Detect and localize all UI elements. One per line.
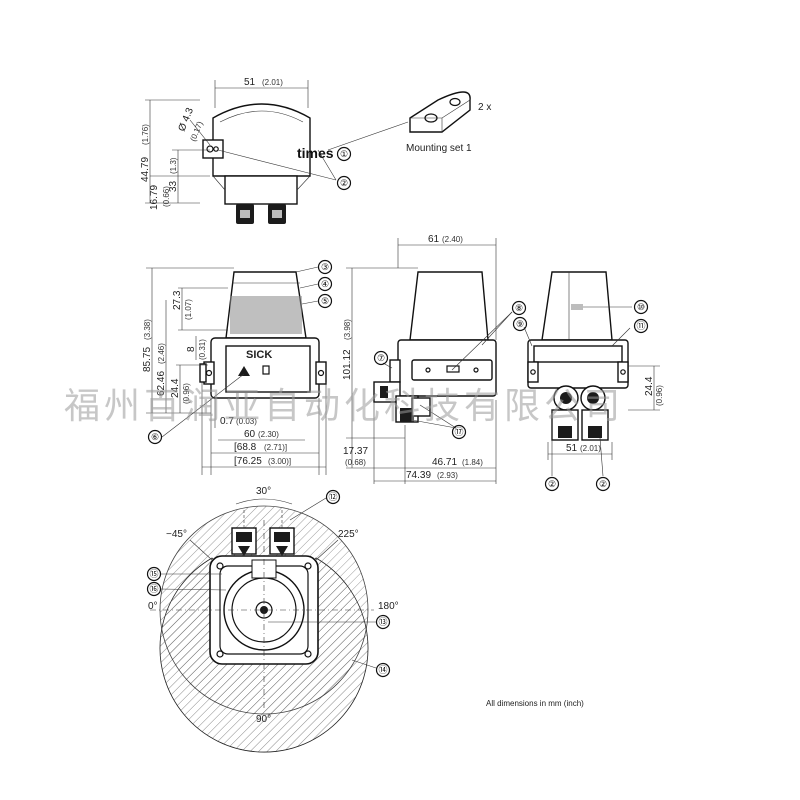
callout-16: ⑯ xyxy=(146,581,162,597)
callout-9: ⑨ xyxy=(512,316,528,332)
front-d2-value: 8 xyxy=(186,346,197,352)
rear-h-inch: (0.96) xyxy=(655,385,664,406)
side-w1-inch: (1.84) xyxy=(462,458,483,467)
front-d1-inch: (1.07) xyxy=(184,299,193,320)
side-w2-value: 74.39 xyxy=(406,470,431,481)
watermark-text: 福州百润亚自动化科技有限公司 xyxy=(64,386,624,427)
front-d3-value: 85.75 xyxy=(142,347,153,372)
front-w1-inch: (0.03) xyxy=(236,417,257,426)
side-bottom-h-value: 17.37 xyxy=(343,446,368,457)
top-hole-inch: (0.17) xyxy=(189,120,205,143)
side-w1-value: 46.71 xyxy=(432,457,457,468)
callout-11: ⑪ xyxy=(633,318,649,334)
front-w3-value: [68.8 xyxy=(234,442,257,453)
callout-2-rear-left: ② xyxy=(544,476,560,492)
mounting-set-label: Mounting set 1 xyxy=(406,143,472,154)
front-w2-value: 60 xyxy=(244,429,256,440)
rear-h-value: 24.4 xyxy=(644,376,655,396)
callout-2-rear-right: ② xyxy=(595,476,611,492)
side-height-inch: (3.98) xyxy=(343,319,352,340)
top-h2-value: 33 xyxy=(168,180,179,192)
side-w2-inch: (2.93) xyxy=(437,471,458,480)
top-h2-inch: (1.3) xyxy=(169,157,178,174)
callout-12: ⑫ xyxy=(325,489,341,505)
svg-text:⑮: ⑮ xyxy=(149,569,158,579)
front-d4-value: 62.46 xyxy=(156,371,167,396)
front-w4-inch: (3.00)] xyxy=(268,457,291,466)
bottom-angle-180: 180° xyxy=(378,601,399,612)
rear-view: 51 (2.01) 24.4 (0.96) xyxy=(523,271,664,477)
callout-1: ① xyxy=(336,146,352,162)
sick-logo: SICK xyxy=(246,349,272,361)
callout-8: ⑧ xyxy=(511,300,527,316)
callout-15: ⑮ xyxy=(146,566,162,582)
callout-6: ⑥ xyxy=(147,429,163,445)
svg-text:⑪: ⑪ xyxy=(636,321,645,331)
callout-13: ⑬ xyxy=(375,614,391,630)
callout-14: ⑭ xyxy=(375,662,391,678)
callout-7: ⑦ xyxy=(373,350,389,366)
rear-w-value: 51 xyxy=(566,443,578,454)
top-h1-inch: (1.76) xyxy=(141,124,150,145)
top-h3-inch: (0.66) xyxy=(162,186,171,207)
bottom-view: 30° −45° 225° 0° 180° 90° xyxy=(148,486,399,753)
top-h3-value: 16.79 xyxy=(149,185,160,210)
callout-2-top: ② xyxy=(336,175,352,191)
svg-text:⑧: ⑧ xyxy=(515,303,523,313)
svg-text:⑭: ⑭ xyxy=(378,665,387,675)
times-label: times xyxy=(297,145,334,161)
dimensions-note: All dimensions in mm (inch) xyxy=(486,699,584,708)
top-width-inch: (2.01) xyxy=(262,78,283,87)
front-d4-inch: (2.46) xyxy=(157,343,166,364)
rear-w-inch: (2.01) xyxy=(580,444,601,453)
callout-10: ⑩ xyxy=(633,299,649,315)
bottom-angle-0: 0° xyxy=(148,601,158,612)
svg-text:③: ③ xyxy=(321,262,329,272)
side-top-inch: (2.40) xyxy=(442,235,463,244)
svg-text:⑤: ⑤ xyxy=(321,296,329,306)
top-view: 51 (2.01) 44.79 (1.76) 33 (1.3) 16.79 (0… xyxy=(140,77,409,224)
callout-4: ④ xyxy=(317,276,333,292)
svg-text:①: ① xyxy=(340,149,348,159)
front-d5-value: 24.4 xyxy=(170,378,181,398)
svg-text:⑫: ⑫ xyxy=(328,492,337,502)
svg-text:⑬: ⑬ xyxy=(378,617,387,627)
mounting-set-qty: 2 x xyxy=(478,102,491,113)
svg-text:⑯: ⑯ xyxy=(149,584,158,594)
svg-text:⑨: ⑨ xyxy=(516,319,524,329)
svg-text:⑥: ⑥ xyxy=(151,432,159,442)
svg-text:⑰: ⑰ xyxy=(454,427,463,437)
top-width-value: 51 xyxy=(244,77,256,88)
side-view: 61 (2.40) 101.12 (3.98) 17.37 (0.68) 46.… xyxy=(342,234,513,484)
front-d5-inch: (0.96) xyxy=(182,383,191,404)
front-w4-value: [76.25 xyxy=(234,456,262,467)
bottom-angle-right: 225° xyxy=(338,529,359,540)
svg-text:②: ② xyxy=(340,178,348,188)
front-w1-value: 0.7 xyxy=(220,416,234,427)
mounting-set-illustration: 2 x Mounting set 1 xyxy=(406,91,491,154)
front-w2-inch: (2.30) xyxy=(258,430,279,439)
bottom-angle-left: −45° xyxy=(166,529,187,540)
front-w3-inch: (2.71)] xyxy=(264,443,287,452)
bottom-angle-top: 30° xyxy=(256,486,271,497)
bottom-angle-90: 90° xyxy=(256,714,271,725)
callout-5: ⑤ xyxy=(317,293,333,309)
callout-17: ⑰ xyxy=(451,424,467,440)
front-d3-inch: (3.38) xyxy=(143,319,152,340)
front-d2-inch: (0.31) xyxy=(198,339,207,360)
svg-text:⑩: ⑩ xyxy=(637,302,645,312)
side-top-value: 61 xyxy=(428,234,440,245)
svg-text:②: ② xyxy=(548,479,556,489)
svg-text:④: ④ xyxy=(321,279,329,289)
front-view: SICK 85.75 (3.38) 62.46 (2.46) 27.3 (1.0… xyxy=(142,266,327,475)
svg-text:②: ② xyxy=(599,479,607,489)
front-d1-value: 27.3 xyxy=(172,290,183,310)
top-h1-value: 44.79 xyxy=(140,157,151,182)
svg-text:⑦: ⑦ xyxy=(377,353,385,363)
side-height-value: 101.12 xyxy=(342,349,353,380)
callout-3: ③ xyxy=(317,259,333,275)
side-bottom-h-inch: (0.68) xyxy=(345,458,366,467)
